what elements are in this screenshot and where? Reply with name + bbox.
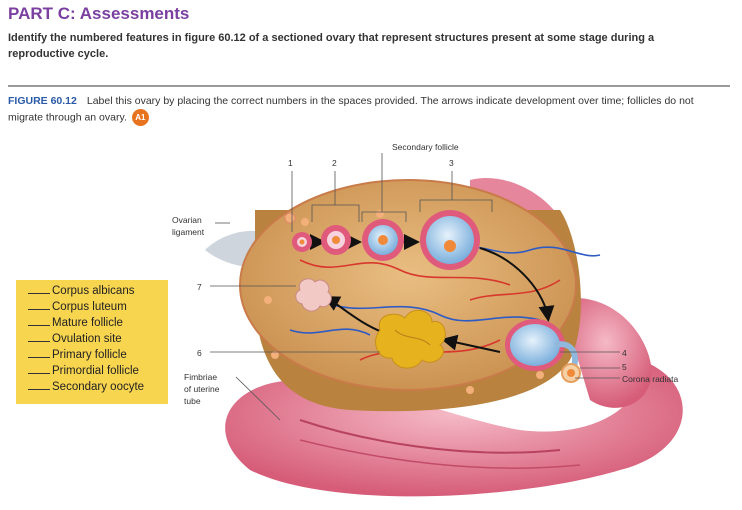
- answer-label: Corpus albicans: [52, 285, 135, 297]
- figure-label: FIGURE 60.12: [8, 95, 77, 107]
- label-fimbriae-2: of uterine: [184, 384, 220, 394]
- corpus-albicans-7: [295, 278, 332, 312]
- answer-blank[interactable]: [28, 389, 50, 390]
- answer-blank[interactable]: [28, 293, 50, 294]
- label-fimbriae-3: tube: [184, 396, 201, 406]
- label-7: 7: [197, 282, 202, 292]
- answer-blank[interactable]: [28, 325, 50, 326]
- answer-label: Corpus luteum: [52, 301, 127, 313]
- answer-item: Corpus luteum: [28, 301, 127, 313]
- label-5: 5: [622, 362, 627, 372]
- answer-box: Corpus albicans Corpus luteum Mature fol…: [16, 280, 168, 404]
- answer-item: Ovulation site: [28, 333, 122, 345]
- answer-label: Secondary oocyte: [52, 381, 145, 393]
- oocyte-5: [561, 363, 581, 383]
- part-title: PART C: Assessments: [8, 4, 190, 23]
- label-fimbriae-1: Fimbriae: [184, 372, 217, 382]
- answer-label: Mature follicle: [52, 317, 123, 329]
- label-ovarian-ligament-2: ligament: [172, 227, 205, 237]
- label-corona-radiata: Corona radiata: [622, 374, 679, 384]
- answer-item: Secondary oocyte: [28, 381, 144, 393]
- answer-label: Primordial follicle: [52, 365, 139, 377]
- corpus-luteum-6: [375, 309, 446, 369]
- label-2: 2: [332, 158, 337, 168]
- answer-item: Corpus albicans: [28, 285, 134, 297]
- secondary-follicle: [362, 219, 404, 261]
- answer-blank[interactable]: [28, 309, 50, 310]
- answer-blank[interactable]: [28, 373, 50, 374]
- label-1: 1: [288, 158, 293, 168]
- leader-lines: [210, 153, 620, 421]
- answer-item: Primordial follicle: [28, 365, 139, 377]
- label-6: 6: [197, 348, 202, 358]
- label-ovarian-ligament-1: Ovarian: [172, 215, 202, 225]
- answer-item: Primary follicle: [28, 349, 127, 361]
- a1-badge-icon: A1: [131, 109, 149, 126]
- label-3: 3: [449, 158, 454, 168]
- answer-blank[interactable]: [28, 341, 50, 342]
- follicle-2: [321, 225, 351, 255]
- follicle-1: [292, 232, 312, 252]
- instructions-text: Identify the numbered features in figure…: [8, 32, 655, 60]
- answer-item: Mature follicle: [28, 317, 123, 329]
- follicle-3: [420, 210, 480, 270]
- answer-blank[interactable]: [28, 357, 50, 358]
- answer-label: Primary follicle: [52, 349, 127, 361]
- follicle-4: [505, 319, 578, 377]
- primordial-follicles: [264, 210, 544, 394]
- label-4: 4: [622, 348, 627, 358]
- figure-caption-text: Label this ovary by placing the correct …: [8, 95, 694, 124]
- answer-label: Ovulation site: [52, 333, 122, 345]
- label-secondary-follicle: Secondary follicle: [392, 142, 459, 152]
- section-divider: [8, 85, 730, 87]
